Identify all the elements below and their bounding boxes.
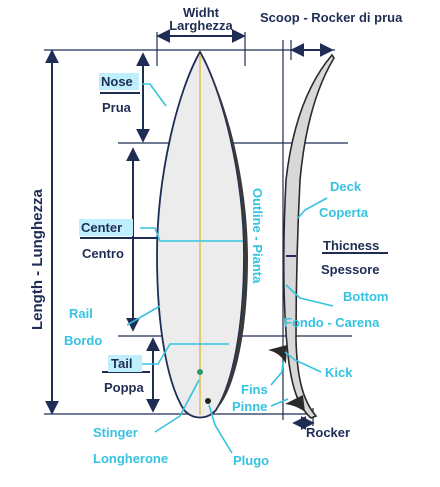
tail-label: Tail	[111, 356, 132, 371]
surfboard-side-view	[268, 53, 335, 419]
dimension-arrows	[45, 29, 334, 430]
center-highlight	[79, 219, 133, 236]
kick-label: Kick	[325, 365, 353, 380]
fin-front-icon	[268, 345, 287, 364]
nose-label: Nose	[101, 74, 133, 89]
coperta-label: Coperta	[319, 205, 369, 220]
tail-highlight	[108, 355, 142, 372]
bordo-label: Bordo	[64, 333, 102, 348]
outline-label: Outline - Pianta	[250, 188, 265, 284]
fin-rear-icon	[285, 395, 305, 412]
poppa-label: Poppa	[104, 380, 144, 395]
deck-label: Deck	[330, 179, 362, 194]
center-label: Center	[81, 220, 122, 235]
rail-label: Rail	[69, 306, 93, 321]
surfboard-top-view	[156, 50, 248, 419]
pinne-label: Pinne	[232, 399, 267, 414]
width-label-en: Widht	[183, 5, 220, 20]
stinger-label: Stinger	[93, 425, 138, 440]
spessore-label: Spessore	[321, 262, 380, 277]
scoop-label: Scoop - Rocker di prua	[260, 10, 403, 25]
leash-plug	[205, 398, 211, 404]
prua-label: Prua	[102, 100, 132, 115]
rocker-label: Rocker	[306, 425, 350, 440]
fins-label: Fins	[241, 382, 268, 397]
thicness-label: Thicness	[323, 238, 379, 253]
nose-highlight	[99, 73, 139, 90]
width-label-it: Larghezza	[169, 18, 233, 33]
text-labels: Widht Larghezza Scoop - Rocker di prua L…	[29, 5, 403, 468]
length-label: Length - Lunghezza	[29, 189, 46, 330]
fin-plug	[197, 369, 203, 375]
bottom-label: Bottom	[343, 289, 389, 304]
side-profile	[283, 53, 335, 419]
centro-label: Centro	[82, 246, 124, 261]
fondo-label: Fondo - Carena	[284, 315, 380, 330]
plugo-label: Plugo	[233, 453, 269, 468]
leader-lines	[126, 83, 334, 454]
longherone-label: Longherone	[93, 451, 168, 466]
